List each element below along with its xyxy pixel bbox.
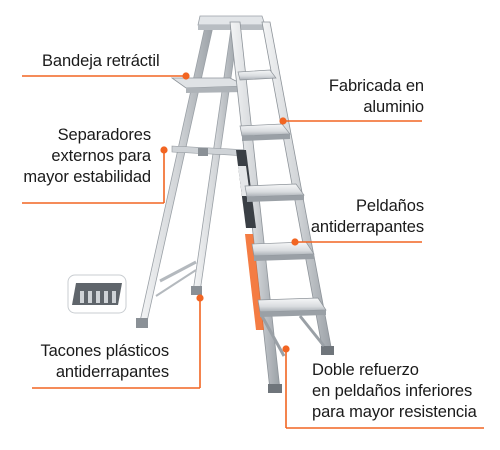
callout-line: antiderrapantes [55, 363, 169, 381]
callout-peldanos: Peldaños antiderrapantes [311, 196, 424, 238]
callout-line: Peldaños [355, 197, 424, 215]
callout-line: antiderrapantes [310, 218, 424, 236]
callout-line: Doble refuerzo [312, 361, 419, 379]
ladder-steps [237, 69, 327, 317]
leader-tacones [32, 294, 204, 389]
step [244, 183, 305, 202]
step [237, 69, 277, 81]
leader-fabricada [279, 117, 422, 125]
callout-bandeja: Bandeja retráctil [42, 51, 160, 72]
step [239, 123, 291, 141]
leader-separadores [22, 146, 168, 204]
callout-line: Fabricada en [328, 77, 424, 95]
callout-line: para mayor resistencia [312, 403, 477, 421]
callout-tacones: Tacones plásticos antiderrapantes [40, 341, 169, 383]
callout-line: aluminio [363, 98, 424, 116]
callout-line: Bandeja retráctil [42, 52, 160, 70]
leader-doble [282, 345, 484, 429]
callout-separadores: Separadores externos para mayor estabili… [23, 125, 151, 188]
callout-leaders [22, 72, 484, 429]
callout-fabricada: Fabricada en aluminio [329, 76, 424, 118]
callout-line: mayor estabilidad [23, 168, 151, 186]
callout-line: en peldaños inferiores [312, 382, 473, 400]
leader-peldanos [291, 238, 422, 246]
plastic-heel-detail-icon [67, 274, 127, 314]
callout-line: Tacones plásticos [40, 342, 169, 360]
lower-step-braces [260, 315, 326, 357]
callout-line: externos para [51, 147, 151, 165]
leader-bandeja [22, 72, 190, 80]
callout-line: Separadores [57, 126, 151, 144]
step [251, 241, 315, 261]
callout-doble: Doble refuerzo en peldaños inferiores pa… [312, 360, 477, 423]
step [257, 297, 327, 317]
retractable-tray [170, 77, 247, 93]
